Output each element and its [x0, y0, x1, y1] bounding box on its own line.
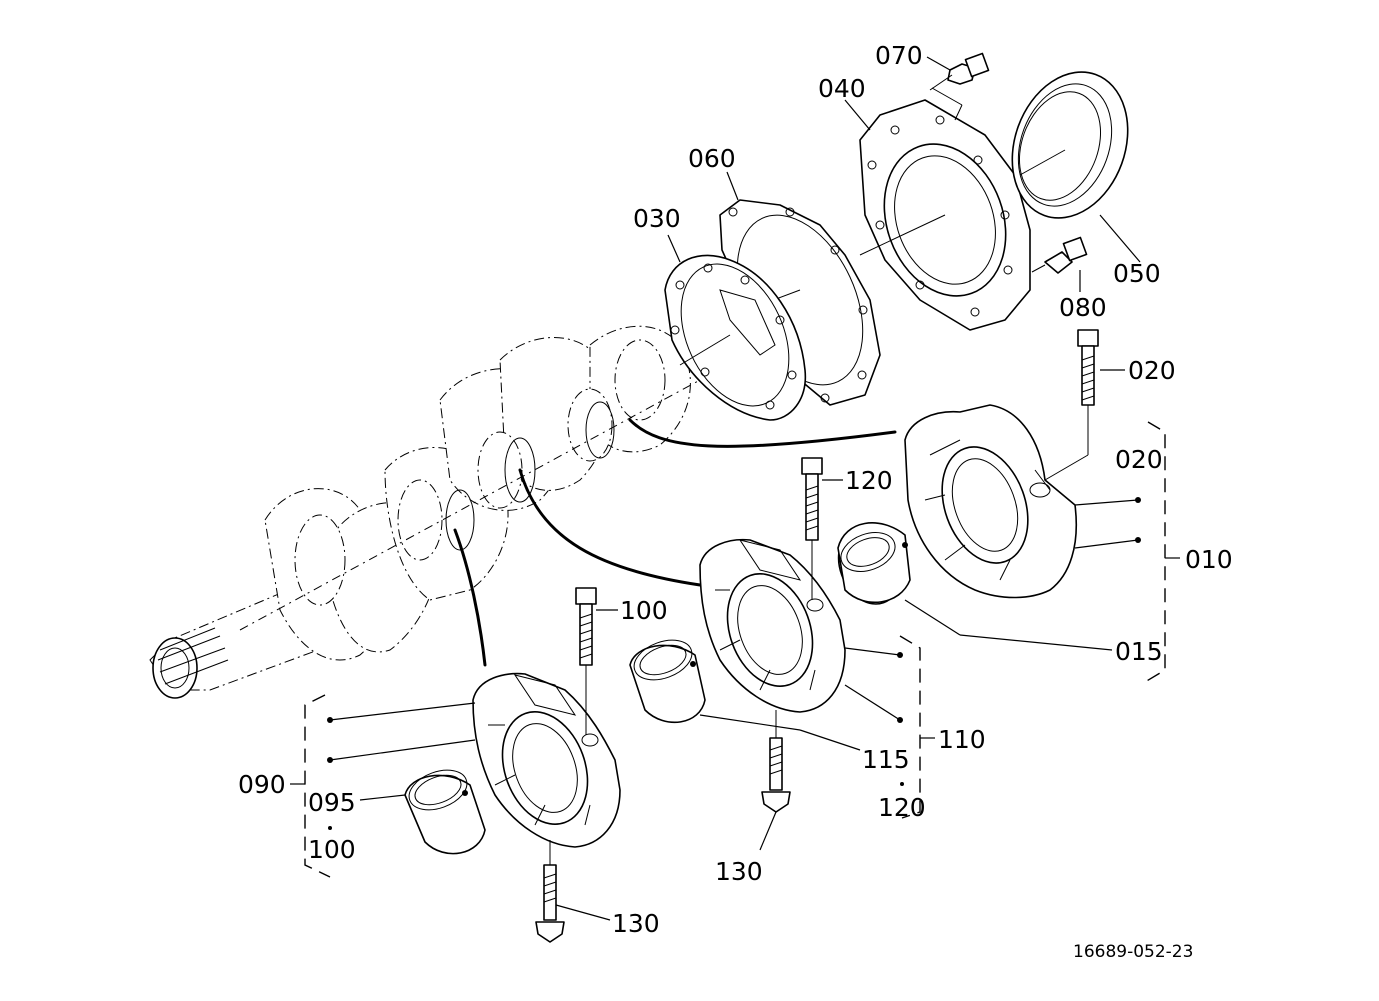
label-120-bolt: 120 [845, 466, 893, 495]
label-120-group: 120 [878, 793, 926, 822]
label-100-bolt: 100 [620, 596, 668, 625]
group-brackets [290, 421, 1180, 878]
part-labels: 070 040 060 030 050 080 020 020 010 120 … [238, 41, 1233, 962]
bearing-095 [404, 769, 486, 855]
bolt-130-lower [535, 840, 565, 943]
label-115: 115 [862, 745, 910, 774]
label-130-lower: 130 [612, 909, 660, 938]
bolt-020 [1044, 329, 1099, 481]
label-015: 015 [1115, 637, 1163, 666]
assembly-path-line [518, 468, 702, 587]
crankshaft [149, 325, 701, 699]
label-070: 070 [875, 41, 923, 70]
drawing-number: 16689-052-23 [1073, 942, 1193, 962]
main-bearing-case-1 [904, 404, 1078, 599]
assembly-path-line [453, 528, 487, 667]
label-095: 095 [308, 788, 356, 817]
label-010: 010 [1185, 545, 1233, 574]
label-060: 060 [688, 144, 736, 173]
leader-lines [327, 56, 1141, 921]
label-020-bolt: 020 [1128, 356, 1176, 385]
label-080: 080 [1059, 293, 1107, 322]
main-bearing-case-3 [472, 672, 621, 848]
label-090: 090 [238, 770, 286, 799]
label-100-group: 100 [308, 835, 356, 864]
assembly-path-line [628, 418, 897, 448]
label-040: 040 [818, 74, 866, 103]
bolt-130-upper [761, 710, 791, 813]
oil-seal-case [859, 99, 1031, 331]
label-030: 030 [633, 204, 681, 233]
label-130-upper: 130 [715, 857, 763, 886]
screw-080 [1031, 236, 1088, 274]
oil-seal [1011, 71, 1129, 219]
label-020-group: 020 [1115, 445, 1163, 474]
bearing-case-cover [664, 254, 807, 421]
label-110: 110 [938, 725, 986, 754]
screw-070 [929, 52, 990, 121]
bolt-120 [801, 457, 823, 600]
bearing-015 [837, 522, 911, 605]
label-050: 050 [1113, 259, 1161, 288]
bolt-100 [575, 587, 597, 735]
bearing-115 [629, 639, 706, 724]
main-bearing-case-2 [699, 538, 846, 713]
